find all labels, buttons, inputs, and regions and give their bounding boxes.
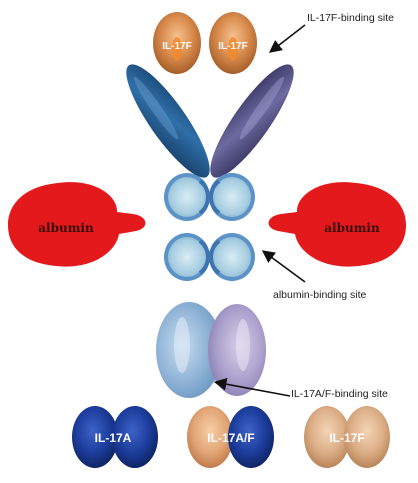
il17a-dimer: IL-17A <box>72 406 158 468</box>
top-il17f-label-left: IL-17F <box>162 41 191 52</box>
right-upper-chain <box>210 64 294 178</box>
il17f-dimer: IL-17F <box>304 406 390 468</box>
il17f-label: IL-17F <box>329 431 364 445</box>
il17af-dimer: IL-17A/F <box>187 406 274 468</box>
lower-domain-left <box>156 302 222 398</box>
middle-domain-upper-left <box>164 173 210 221</box>
top-il17f-label-right: IL-17F <box>218 41 247 52</box>
albumin-site-annotation: albumin-binding site <box>273 289 367 301</box>
albumin-left: albumin <box>8 182 146 267</box>
middle-domain-upper-right <box>209 173 255 221</box>
il17a-label: IL-17A <box>95 431 132 445</box>
il17af-site-arrow <box>213 377 291 397</box>
middle-domain-lower-left <box>164 233 210 281</box>
albumin-site-arrow <box>261 250 306 283</box>
il17f-site-arrow <box>268 24 306 53</box>
albumin-right: albumin <box>268 182 406 267</box>
il17f-site-annotation: IL-17F-binding site <box>307 12 394 24</box>
left-upper-chain <box>126 64 210 178</box>
albumin-left-label: albumin <box>38 221 94 235</box>
top-il17f-dimer: IL-17F IL-17F <box>153 12 257 74</box>
middle-domain-lower-right <box>209 233 255 281</box>
il17af-site-annotation: IL-17A/F-binding site <box>291 388 388 400</box>
lower-domain-right <box>208 304 266 396</box>
albumin-right-label: albumin <box>324 221 380 235</box>
il17af-label: IL-17A/F <box>207 431 254 445</box>
